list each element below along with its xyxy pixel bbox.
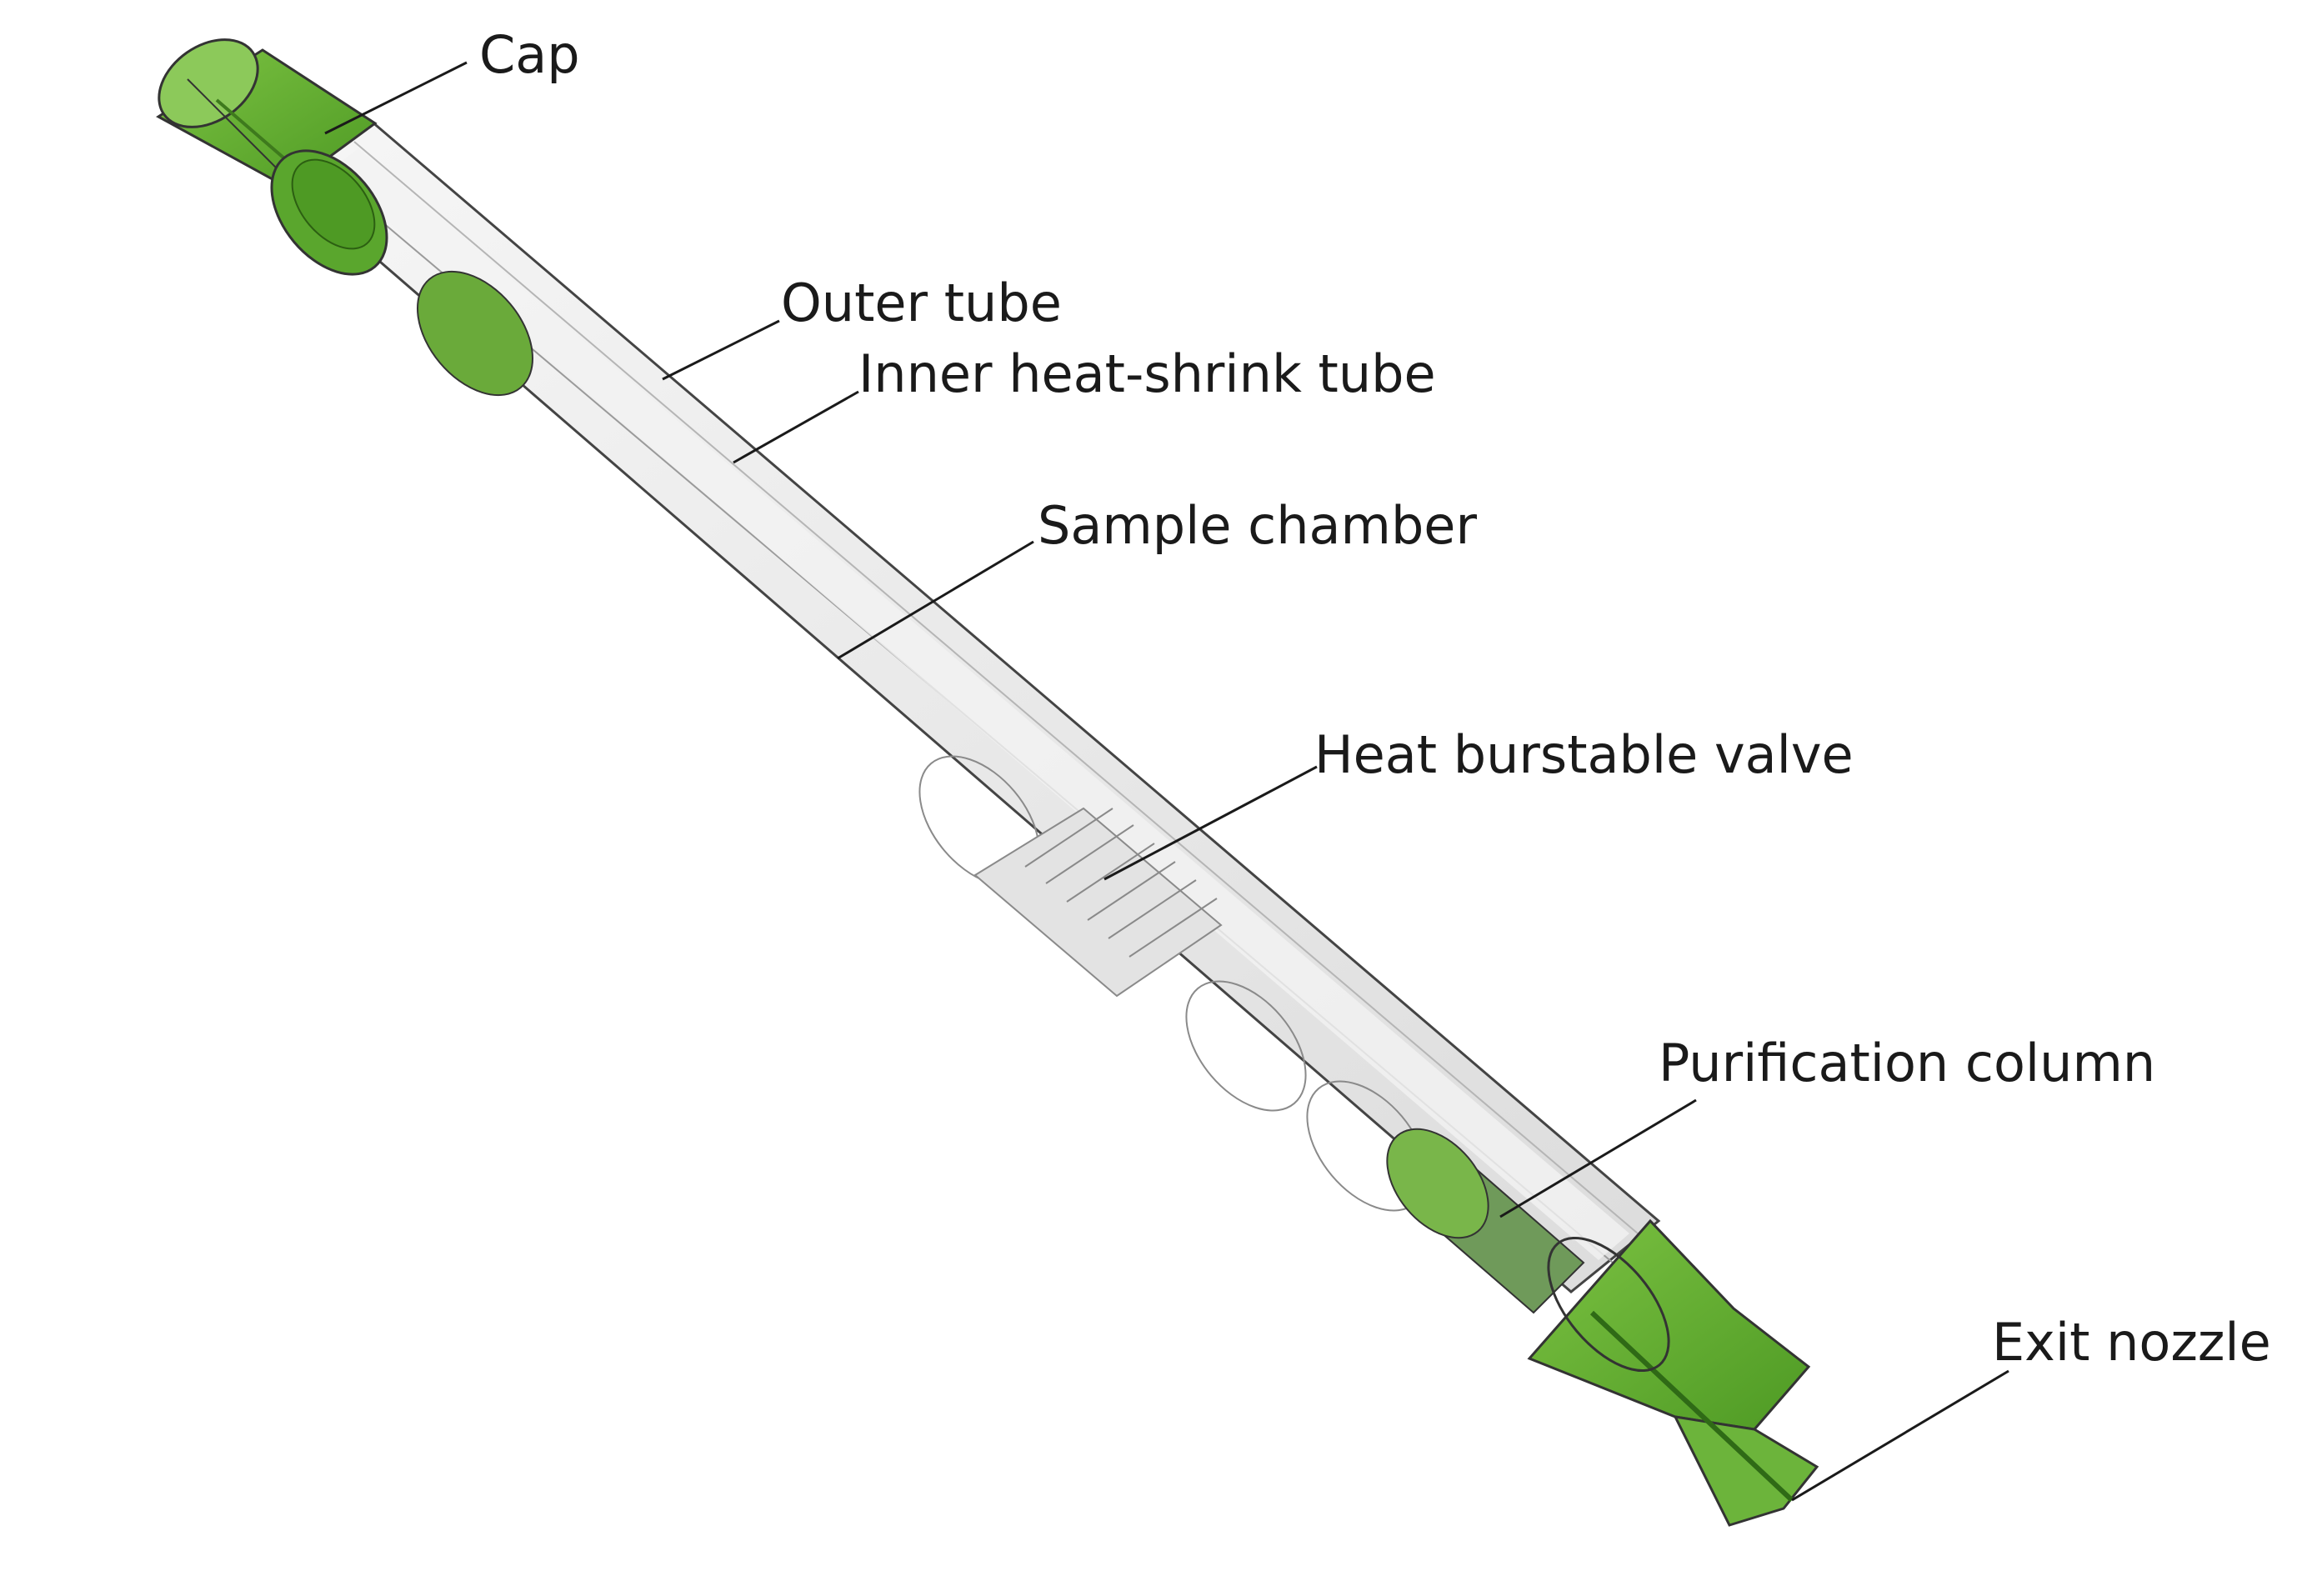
label-sample-chamber: Sample chamber [1038, 500, 1477, 552]
label-purification-column: Purification column [1659, 1038, 2155, 1089]
label-outer-tube: Outer tube [781, 278, 1062, 329]
label-exit-nozzle: Exit nozzle [1992, 1317, 2271, 1368]
leader-cap [325, 63, 467, 133]
label-cap: Cap [479, 29, 580, 81]
label-inner-heat-shrink-tube: Inner heat-shrink tube [858, 348, 1436, 400]
leader-outer-tube [663, 321, 779, 379]
label-heat-burstable-valve: Heat burstable valve [1314, 729, 1854, 781]
leader-nozzle [1792, 1371, 2009, 1500]
leader-inner-tube [733, 392, 858, 463]
